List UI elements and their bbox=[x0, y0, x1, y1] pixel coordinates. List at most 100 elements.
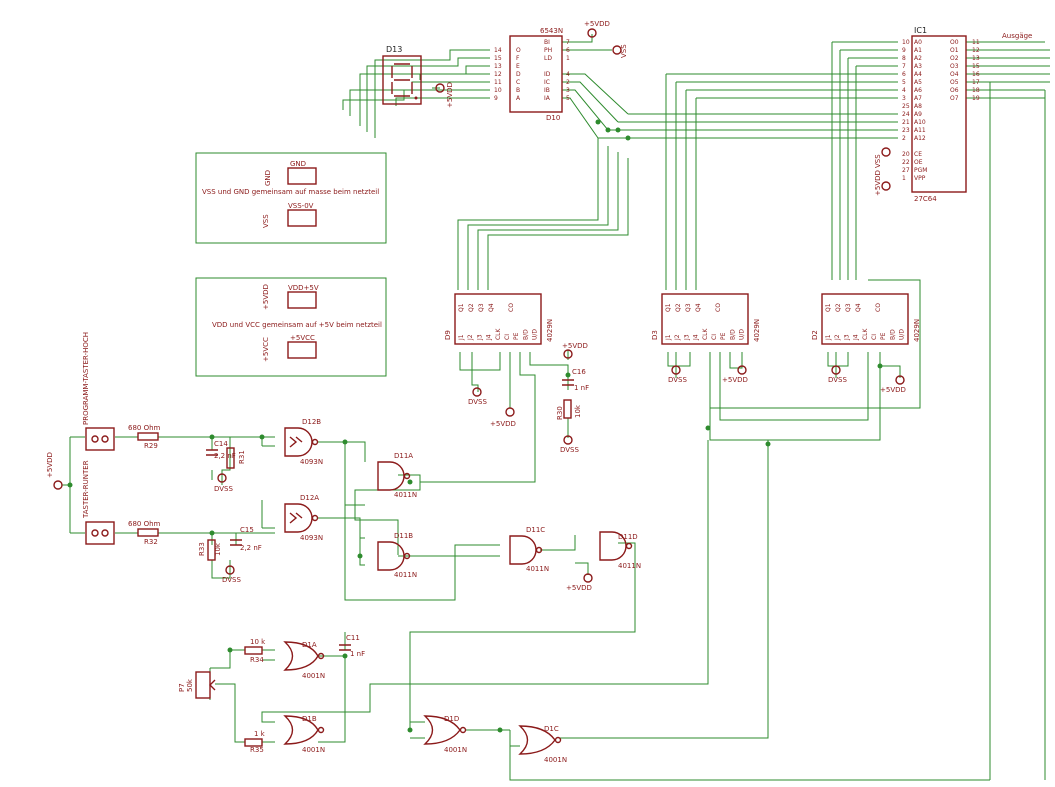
ic1-pin-number: 16 bbox=[972, 71, 980, 78]
vcc-5v-label: +5VCC bbox=[290, 334, 315, 342]
d10-pin-number: 11 bbox=[494, 79, 502, 86]
counter-pin-top: Q3 bbox=[685, 303, 692, 312]
gate-d11d: D11D 4011N bbox=[599, 531, 641, 570]
counter-pin-bottom: J1 bbox=[458, 334, 465, 341]
d11d-type: 4011N bbox=[618, 562, 641, 570]
switch-down: TASTER-RUNTER bbox=[82, 460, 115, 545]
switch-up-label: PROGRAMM-TASTER-HOCH bbox=[82, 332, 90, 425]
d1b-type: 4001N bbox=[302, 746, 325, 754]
ic1-pin-number: 13 bbox=[972, 55, 980, 62]
c15-label: C15 bbox=[240, 526, 254, 534]
ic1-vss: VSS bbox=[874, 154, 882, 168]
c14-val: 2,2 nF bbox=[214, 452, 236, 460]
note-box-ground: GND GND VSS und GND gemeinsam auf masse … bbox=[195, 152, 387, 244]
r33-dvss: DVSS bbox=[222, 576, 241, 584]
c11-label: C11 bbox=[346, 634, 360, 642]
d1d-type: 4001N bbox=[444, 746, 467, 754]
r31-label: R31 bbox=[238, 450, 246, 464]
counter-pin-bottom: B/D bbox=[729, 329, 736, 340]
d10-pin-name: BI bbox=[544, 39, 550, 46]
ic1-pin-name: A12 bbox=[914, 135, 926, 142]
counter-pin-bottom: U/D bbox=[899, 329, 906, 340]
gnd-label: GND bbox=[290, 160, 306, 168]
d10-pin-number: 12 bbox=[494, 71, 502, 78]
d10-pin-number: 3 bbox=[566, 87, 570, 94]
ic1-pin-name: A5 bbox=[914, 79, 922, 86]
r30-val: 10k bbox=[574, 404, 582, 418]
counter-pin-bottom: CLK bbox=[495, 327, 502, 340]
outputs-label: Ausgäge bbox=[1002, 32, 1032, 40]
d13-seven-segment: D13 +5VDD bbox=[382, 45, 454, 108]
d13-label: D13 bbox=[386, 45, 402, 54]
r32-label: R32 bbox=[144, 538, 158, 546]
switch-up: PROGRAMM-TASTER-HOCH bbox=[82, 332, 115, 451]
d10-pin-name: F bbox=[516, 55, 520, 62]
ic1-pin-name: PGM bbox=[914, 167, 927, 174]
d12a-label: D12A bbox=[300, 494, 319, 502]
ic1-type: 27C64 bbox=[914, 195, 937, 203]
d10-pin-name: B bbox=[516, 87, 520, 94]
d10-pin-number: 1 bbox=[566, 55, 570, 62]
d3-label: D3 bbox=[651, 330, 659, 340]
d11b-type: 4011N bbox=[394, 571, 417, 579]
ic1-pin-name: A0 bbox=[914, 39, 922, 46]
d10-pin-name: O bbox=[516, 47, 521, 54]
counter-pin-top: Q4 bbox=[488, 303, 495, 312]
vss-0v-label: VSS-0V bbox=[288, 202, 314, 210]
ic1-pin-number: 3 bbox=[902, 95, 906, 102]
counter-pin-bottom: J3 bbox=[843, 334, 850, 341]
d10-vdd-label: +5VDD bbox=[584, 20, 610, 28]
ic1-pin-name: O4 bbox=[950, 71, 959, 78]
ic1-pin-name: O5 bbox=[950, 79, 959, 86]
counter-pin-bottom: J2 bbox=[467, 334, 474, 341]
d10-vss-label: VSS bbox=[620, 44, 628, 58]
d10-pin-number: 4 bbox=[566, 71, 570, 78]
ic1-pin-number: 25 bbox=[902, 103, 910, 110]
d9-vdd: +5VDD bbox=[490, 420, 516, 428]
d10-pin-name: E bbox=[516, 63, 520, 70]
r30-dvss: DVSS bbox=[560, 446, 579, 454]
d10-pin-number: 5 bbox=[566, 95, 570, 102]
d10-label: D10 bbox=[546, 114, 560, 122]
d11a-label: D11A bbox=[394, 452, 413, 460]
d9-dvss: DVSS bbox=[468, 398, 487, 406]
c14-dvss: DVSS bbox=[214, 485, 233, 493]
ic1-pin-number: 17 bbox=[972, 79, 980, 86]
d2-vdd: +5VDD bbox=[880, 386, 906, 394]
counter-pin-bottom: B/D bbox=[889, 329, 896, 340]
note-gnd: VSS und GND gemeinsam auf masse beim net… bbox=[202, 188, 379, 196]
d3-type: 4029N bbox=[753, 319, 761, 342]
c16-label: C16 bbox=[572, 368, 586, 376]
d12b-label: D12B bbox=[302, 418, 321, 426]
note-box-supply: VDD+5V +5VDD VDD und VCC gemeinsam auf +… bbox=[195, 277, 387, 377]
d10-pin-number: 7 bbox=[566, 39, 570, 46]
gate-d12a: D12A 4093N bbox=[284, 494, 323, 542]
d11c-type: 4011N bbox=[526, 565, 549, 573]
note-vdd: VDD und VCC gemeinsam auf +5V beim netzt… bbox=[212, 321, 382, 329]
gate-d1a: D1A 4001N bbox=[283, 641, 325, 680]
counter-pin-bottom: U/D bbox=[739, 329, 746, 340]
counter-pin-top: Q1 bbox=[825, 303, 832, 312]
passives: 680 Ohm R29 680 Ohm R32 R31 C14 2,2 nF R… bbox=[128, 368, 589, 754]
counter-pin-bottom: J2 bbox=[674, 334, 681, 341]
d13-vdd-label: +5VDD bbox=[446, 82, 454, 108]
ic1-pin-name: OE bbox=[914, 159, 923, 166]
c15-val: 2,2 nF bbox=[240, 544, 262, 552]
counter-pin-top: CO bbox=[715, 303, 722, 312]
d10-pin-number: 2 bbox=[566, 79, 570, 86]
gate-d11c: D11C 4011N bbox=[509, 526, 549, 573]
ic1-pin-number: 5 bbox=[902, 79, 906, 86]
ic1-pin-number: 15 bbox=[972, 63, 980, 70]
ic1-pin-number: 19 bbox=[972, 95, 980, 102]
counter-pin-top: CO bbox=[508, 303, 515, 312]
counter-pin-bottom: B/D bbox=[522, 329, 529, 340]
d10-pin-name: IB bbox=[544, 87, 550, 94]
counter-pin-bottom: U/D bbox=[532, 329, 539, 340]
counter-pin-bottom: J1 bbox=[665, 334, 672, 341]
ic1-pin-number: 9 bbox=[902, 47, 906, 54]
ic1-pin-number: 24 bbox=[902, 111, 910, 118]
